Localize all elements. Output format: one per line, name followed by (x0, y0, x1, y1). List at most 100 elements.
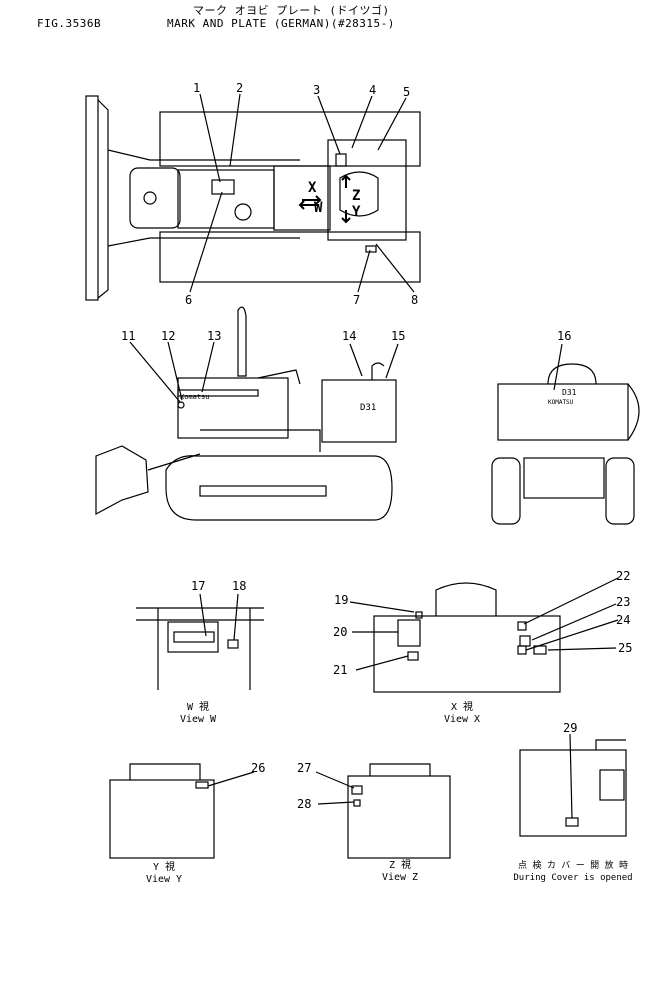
plate-22 (517, 621, 527, 631)
callout-3: 3 (313, 83, 320, 97)
callout-13: 13 (207, 329, 221, 343)
caption-view-z: Z 視 View Z (381, 860, 419, 883)
view-z-detail (315, 763, 451, 859)
callout-23: 23 (616, 595, 630, 609)
plate-12 (177, 401, 185, 409)
side-view-leaders (129, 341, 399, 403)
plate-26 (195, 781, 209, 789)
track-right (159, 231, 421, 283)
callout-14: 14 (342, 329, 356, 343)
view-y-tank (109, 779, 215, 859)
callout-5: 5 (403, 85, 410, 99)
engine-hood (177, 169, 275, 229)
callout-29: 29 (563, 721, 577, 735)
plate-18 (227, 639, 239, 649)
rear-frame (523, 457, 605, 499)
view-z-tank (347, 775, 451, 859)
cover-door (599, 769, 625, 801)
plate-24 (517, 645, 527, 655)
blade-side (95, 445, 149, 516)
side-view-dozer: Komatsu D31 (95, 306, 397, 521)
view-letter-y: Y (352, 204, 361, 220)
hood-cap (234, 203, 252, 221)
track-rear-left (491, 457, 521, 525)
callout-22: 22 (616, 569, 630, 583)
title-english: MARK AND PLATE (GERMAN)(#28315-) (167, 17, 395, 30)
callout-18: 18 (232, 579, 246, 593)
blade-edge (85, 95, 99, 301)
top-view-dozer: X W Z Y (85, 95, 421, 301)
callout-25: 25 (618, 641, 632, 655)
callout-2: 2 (236, 81, 243, 95)
caption-cover-opened: 点 検 カ バ ー 開 放 時 During Cover is opened (513, 861, 633, 883)
cover-body (519, 749, 627, 837)
view-x-detail (349, 577, 619, 693)
callout-4: 4 (369, 83, 376, 97)
callout-8: 8 (411, 293, 418, 307)
top-view-leaders (189, 93, 415, 293)
track-frame (199, 485, 327, 497)
exhaust-stack (237, 306, 247, 377)
track-rear-right (605, 457, 635, 525)
callout-20: 20 (333, 625, 347, 639)
fuel-tank-side (321, 379, 397, 443)
plate-28 (353, 799, 361, 807)
plate-7 (365, 245, 377, 253)
rear-view-dozer: D31 KOMATSU (491, 343, 640, 525)
cab-area (327, 139, 407, 241)
callout-15: 15 (391, 329, 405, 343)
plate-4 (335, 153, 347, 167)
plate-27 (351, 785, 363, 795)
plate-1 (211, 179, 235, 195)
front-frame (129, 167, 181, 229)
callout-24: 24 (616, 613, 630, 627)
plate-23 (519, 635, 531, 647)
engine-hood-side (177, 377, 289, 439)
callout-17: 17 (191, 579, 205, 593)
track-left (159, 111, 421, 167)
callout-7: 7 (353, 293, 360, 307)
push-arm-bottom (107, 237, 300, 247)
model-plate-side: D31 (360, 403, 376, 413)
callout-26: 26 (251, 761, 265, 775)
caption-view-x: X 視 View X (443, 702, 481, 725)
callout-12: 12 (161, 329, 175, 343)
view-letter-z: Z (352, 188, 360, 204)
view-y-detail (109, 763, 255, 859)
callout-11: 11 (121, 329, 135, 343)
seat (339, 171, 379, 217)
plate-21 (407, 651, 419, 661)
view-letter-x: X (308, 180, 317, 196)
view-x-seat (435, 582, 497, 616)
model-plate-rear: D31 (562, 388, 577, 397)
callout-1: 1 (193, 81, 200, 95)
rear-body (497, 383, 629, 441)
callout-21: 21 (333, 663, 347, 677)
callout-27: 27 (297, 761, 311, 775)
view-letter-w: W (314, 200, 323, 216)
plate-29 (565, 817, 579, 827)
seat-back-rear (547, 363, 597, 385)
caption-view-w: W 視 View W (179, 702, 217, 725)
drum-rear (627, 383, 640, 441)
view-w-detail (136, 593, 264, 690)
track-side (165, 455, 393, 521)
figure-number: FIG.3536B (37, 17, 102, 30)
komatsu-plate-rear: KOMATSU (548, 399, 574, 406)
callout-numbers: 1 2 3 4 5 6 7 8 11 12 13 14 15 16 17 18 … (121, 81, 632, 811)
plate-20 (397, 619, 421, 647)
callout-19: 19 (334, 593, 348, 607)
callout-28: 28 (297, 797, 311, 811)
instrument-panel (167, 621, 219, 653)
callout-16: 16 (557, 329, 571, 343)
blade-face (97, 99, 109, 299)
plate-19 (415, 611, 423, 619)
title-japanese: マーク オヨビ プレート (ドイツゴ) (193, 4, 390, 17)
dashboard-area (273, 165, 331, 231)
callout-6: 6 (185, 293, 192, 307)
plate-17 (173, 631, 215, 643)
view-x-body (373, 615, 561, 693)
caption-view-y: Y 視 View Y (145, 862, 183, 885)
cover-opened-detail (519, 733, 627, 837)
